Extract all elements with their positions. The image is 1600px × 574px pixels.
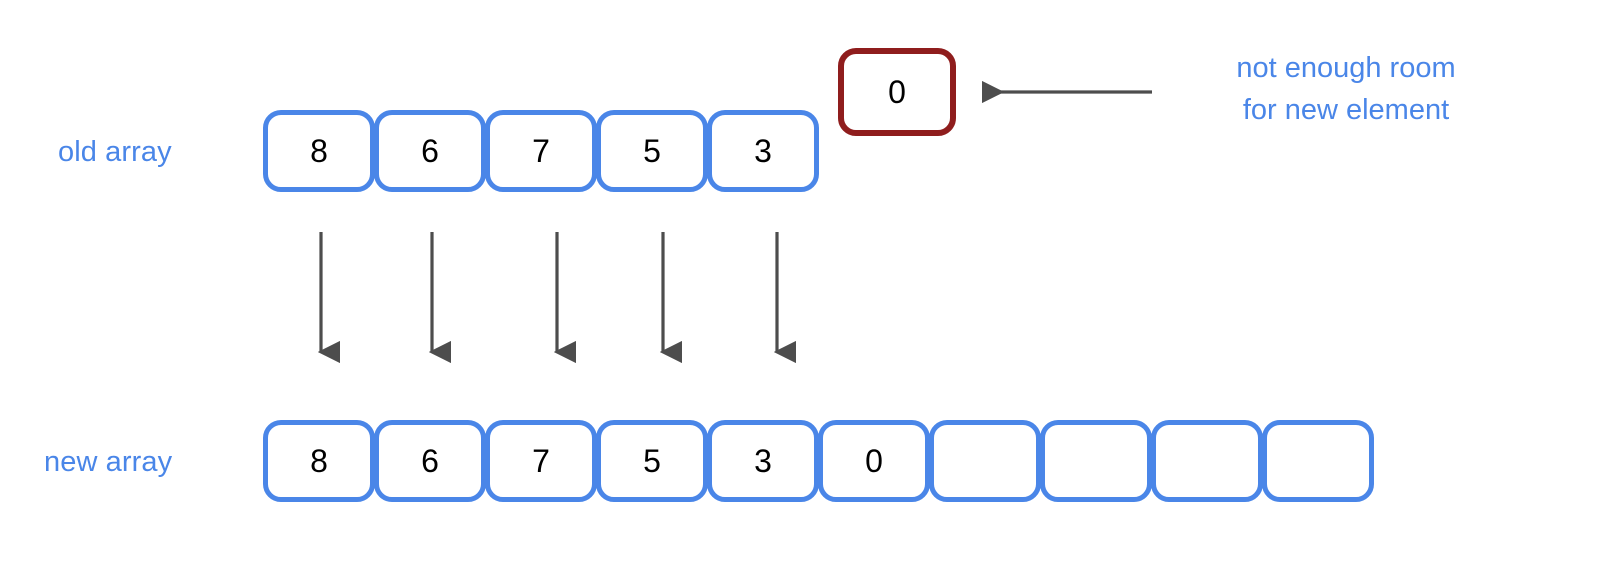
copy-arrow-group (317, 232, 797, 364)
new-array-cell: 5 (596, 420, 708, 502)
annotation-text: not enough room for new element (1196, 48, 1496, 132)
new-array-cell-empty (1040, 420, 1152, 502)
new-array-cell: 0 (818, 420, 930, 502)
new-array-label: new array (44, 446, 173, 478)
new-array-cell: 3 (707, 420, 819, 502)
old-array-cell: 7 (485, 110, 597, 192)
old-array-row: 8 6 7 5 3 (263, 110, 819, 192)
old-array-cell: 8 (263, 110, 375, 192)
old-array-cell: 3 (707, 110, 819, 192)
old-array-cell: 5 (596, 110, 708, 192)
annotation-line-1: not enough room (1236, 52, 1456, 84)
overflow-element-cell: 0 (838, 48, 956, 136)
new-array-cell: 7 (485, 420, 597, 502)
new-array-cell-empty (1262, 420, 1374, 502)
new-array-cell-empty (1151, 420, 1263, 502)
old-array-label: old array (58, 136, 172, 168)
old-array-cell: 6 (374, 110, 486, 192)
new-array-cell-empty (929, 420, 1041, 502)
new-array-cell: 8 (263, 420, 375, 502)
new-array-cell: 6 (374, 420, 486, 502)
new-array-row: 8 6 7 5 3 0 (263, 420, 1374, 502)
annotation-line-2: for new element (1242, 93, 1450, 126)
